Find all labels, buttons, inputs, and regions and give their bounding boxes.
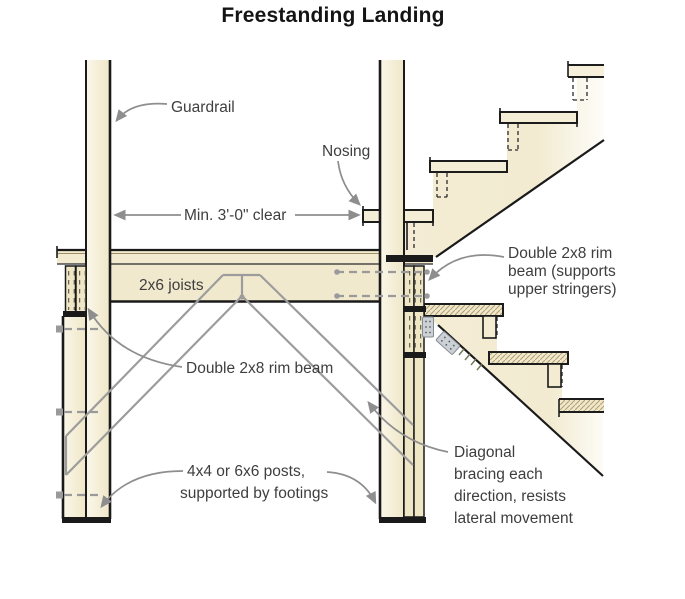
page-title: Freestanding Landing: [221, 4, 444, 27]
right-post-footing-cap: [379, 517, 426, 523]
svg-text:Double 2x8 rim: Double 2x8 rim: [508, 245, 612, 262]
left-rim-beam-boards: [63, 265, 87, 317]
bracing-apex-node: [239, 294, 245, 300]
label-posts: 4x4 or 6x6 posts, supported by footings: [180, 463, 328, 502]
upper-tread-3: [499, 111, 578, 124]
leader-nosing: [337, 160, 361, 206]
upper-tread-2: [429, 160, 508, 173]
lower-stringer-edge: [437, 324, 604, 477]
svg-text:lateral movement: lateral movement: [454, 510, 574, 527]
stringer-bearing-plate: [386, 255, 433, 262]
label-nosing: Nosing: [322, 143, 370, 160]
lower-tread-2: [488, 351, 569, 365]
svg-text:beam (supports: beam (supports: [508, 263, 616, 280]
leader-rim-center: [87, 307, 183, 368]
upper-staircase: [362, 61, 605, 258]
leader-guardrail: [115, 102, 168, 123]
lower-tread-3: [558, 398, 604, 417]
label-min-clear: Min. 3'-0" clear: [184, 207, 286, 224]
upper-stringer-edge: [435, 139, 605, 258]
label-joists: 2x6 joists: [139, 277, 204, 294]
leader-posts-right: [326, 471, 377, 505]
right-rim-beam-boards: [403, 265, 426, 518]
svg-text:upper stringers): upper stringers): [508, 281, 617, 298]
left-post-footing-cap: [62, 517, 111, 523]
svg-text:direction, resists: direction, resists: [454, 488, 566, 505]
svg-text:bracing each: bracing each: [454, 466, 543, 483]
label-guardrail: Guardrail: [171, 99, 235, 116]
bolt-ticks: [458, 348, 483, 371]
leader-arrows: [87, 102, 505, 509]
leader-posts-left: [100, 470, 184, 509]
upper-tread-4: [568, 65, 604, 77]
lower-staircase: [423, 303, 604, 477]
lower-tread-1: [423, 303, 504, 317]
leader-bracing: [367, 400, 449, 453]
svg-text:4x4 or 6x6 posts,: 4x4 or 6x6 posts,: [187, 463, 305, 480]
metal-bracket-stringer: [435, 331, 483, 371]
lower-riser-2: [547, 363, 562, 388]
nosing-ticks: [362, 61, 578, 226]
svg-text:supported by footings: supported by footings: [180, 485, 328, 502]
label-rim-beam-upper: Double 2x8 rim beam (supports upper stri…: [508, 245, 617, 298]
svg-text:Diagonal: Diagonal: [454, 444, 515, 461]
upper-hidden-risers: [413, 78, 588, 249]
leader-rim-upper: [428, 254, 505, 282]
metal-bracket-rim: [422, 316, 434, 338]
post-bolts: [56, 269, 430, 499]
label-bracing: Diagonal bracing each direction, resists…: [454, 444, 574, 527]
lower-riser-1: [482, 315, 497, 339]
diagonal-bracing: [64, 273, 414, 476]
label-rim-beam-center: Double 2x8 rim beam: [186, 360, 333, 377]
